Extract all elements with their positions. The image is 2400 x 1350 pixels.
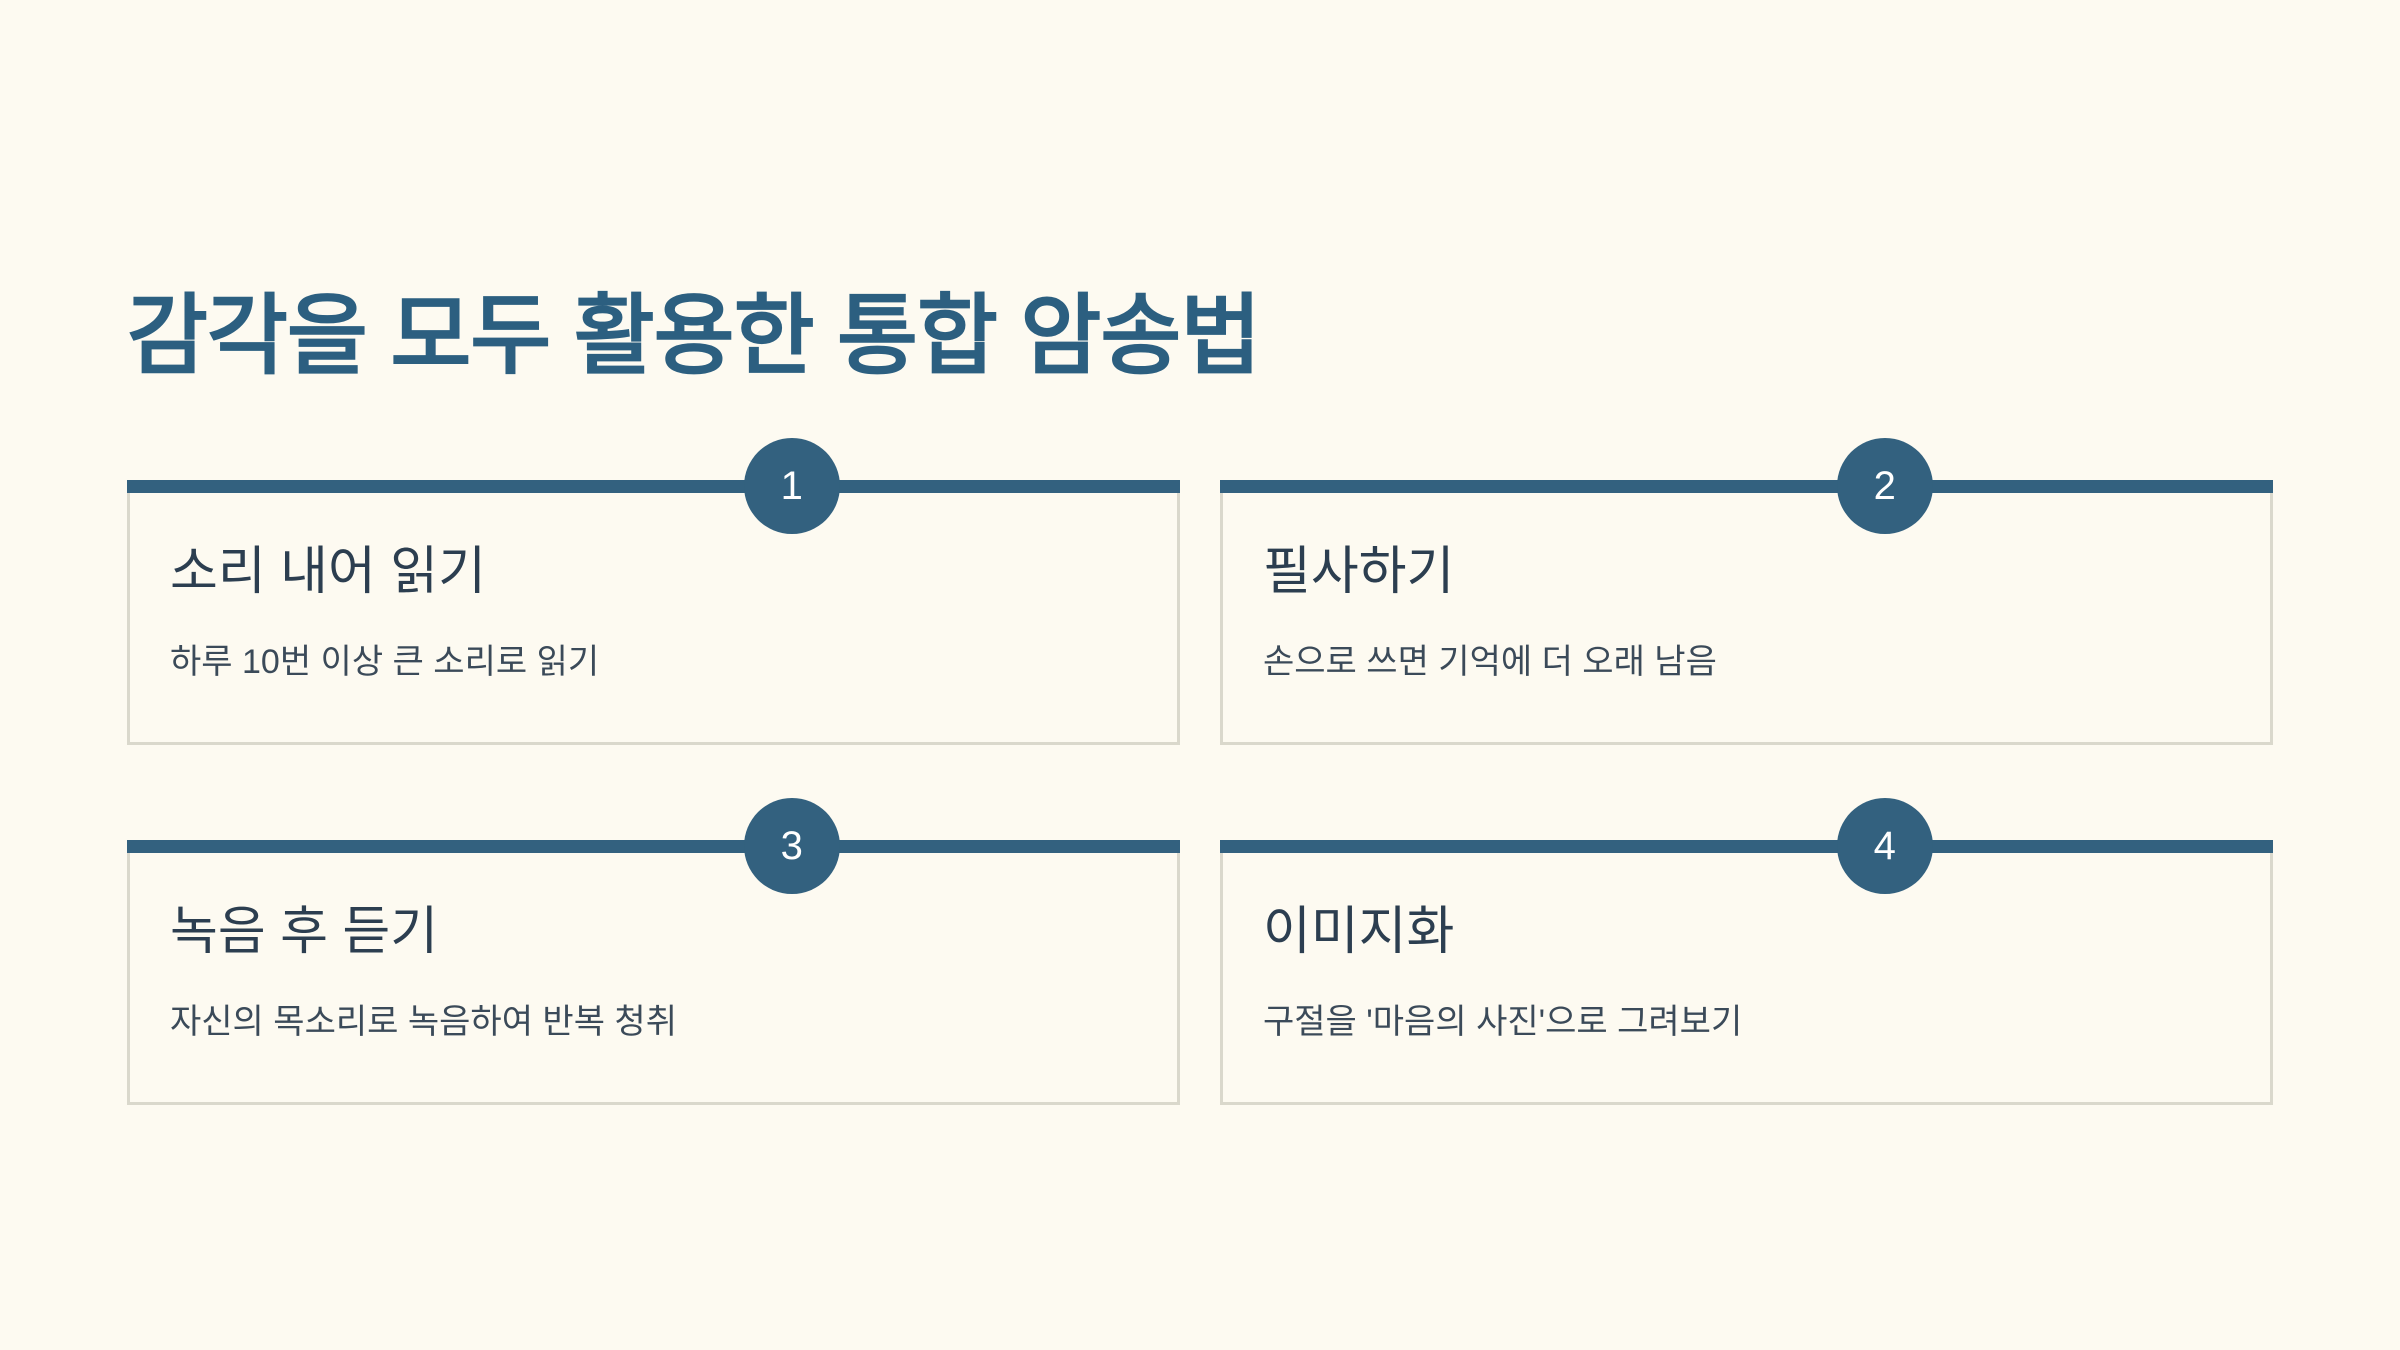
card-number-badge: 3 bbox=[743, 798, 840, 894]
card-number-badge: 2 bbox=[1836, 438, 1933, 534]
card-top-bar bbox=[1220, 480, 2273, 493]
card-description: 손으로 쓰면 기억에 더 오래 남음 bbox=[1263, 643, 1717, 681]
card-body: 필사하기 손으로 쓰면 기억에 더 오래 남음 bbox=[1263, 540, 2230, 687]
card-body: 소리 내어 읽기 하루 10번 이상 큰 소리로 읽기 bbox=[170, 540, 1137, 687]
card-title: 필사하기 bbox=[1263, 543, 1455, 601]
method-card-grid: 1 소리 내어 읽기 하루 10번 이상 큰 소리로 읽기 2 필사하기 손으로… bbox=[127, 438, 2273, 1160]
method-card-1[interactable]: 1 소리 내어 읽기 하루 10번 이상 큰 소리로 읽기 bbox=[127, 438, 1180, 745]
card-top-bar bbox=[127, 840, 1180, 853]
method-card-2[interactable]: 2 필사하기 손으로 쓰면 기억에 더 오래 남음 bbox=[1220, 438, 2273, 745]
page-title: 감각을 모두 활용한 통합 암송법 bbox=[127, 285, 1261, 385]
card-body: 녹음 후 듣기 자신의 목소리로 녹음하여 반복 청취 bbox=[170, 900, 1137, 1047]
card-description: 구절을 '마음의 사진'으로 그려보기 bbox=[1263, 1003, 1743, 1041]
card-number-badge: 1 bbox=[743, 438, 840, 534]
card-top-bar bbox=[1220, 840, 2273, 853]
card-title: 녹음 후 듣기 bbox=[170, 903, 439, 961]
card-description: 자신의 목소리로 녹음하여 반복 청취 bbox=[170, 1003, 677, 1041]
card-title: 이미지화 bbox=[1263, 903, 1455, 961]
card-number-badge: 4 bbox=[1836, 798, 1933, 894]
method-card-4[interactable]: 4 이미지화 구절을 '마음의 사진'으로 그려보기 bbox=[1220, 798, 2273, 1105]
card-description: 하루 10번 이상 큰 소리로 읽기 bbox=[170, 643, 600, 681]
method-card-3[interactable]: 3 녹음 후 듣기 자신의 목소리로 녹음하여 반복 청취 bbox=[127, 798, 1180, 1105]
card-body: 이미지화 구절을 '마음의 사진'으로 그려보기 bbox=[1263, 900, 2230, 1047]
card-title: 소리 내어 읽기 bbox=[170, 543, 486, 601]
card-top-bar bbox=[127, 480, 1180, 493]
